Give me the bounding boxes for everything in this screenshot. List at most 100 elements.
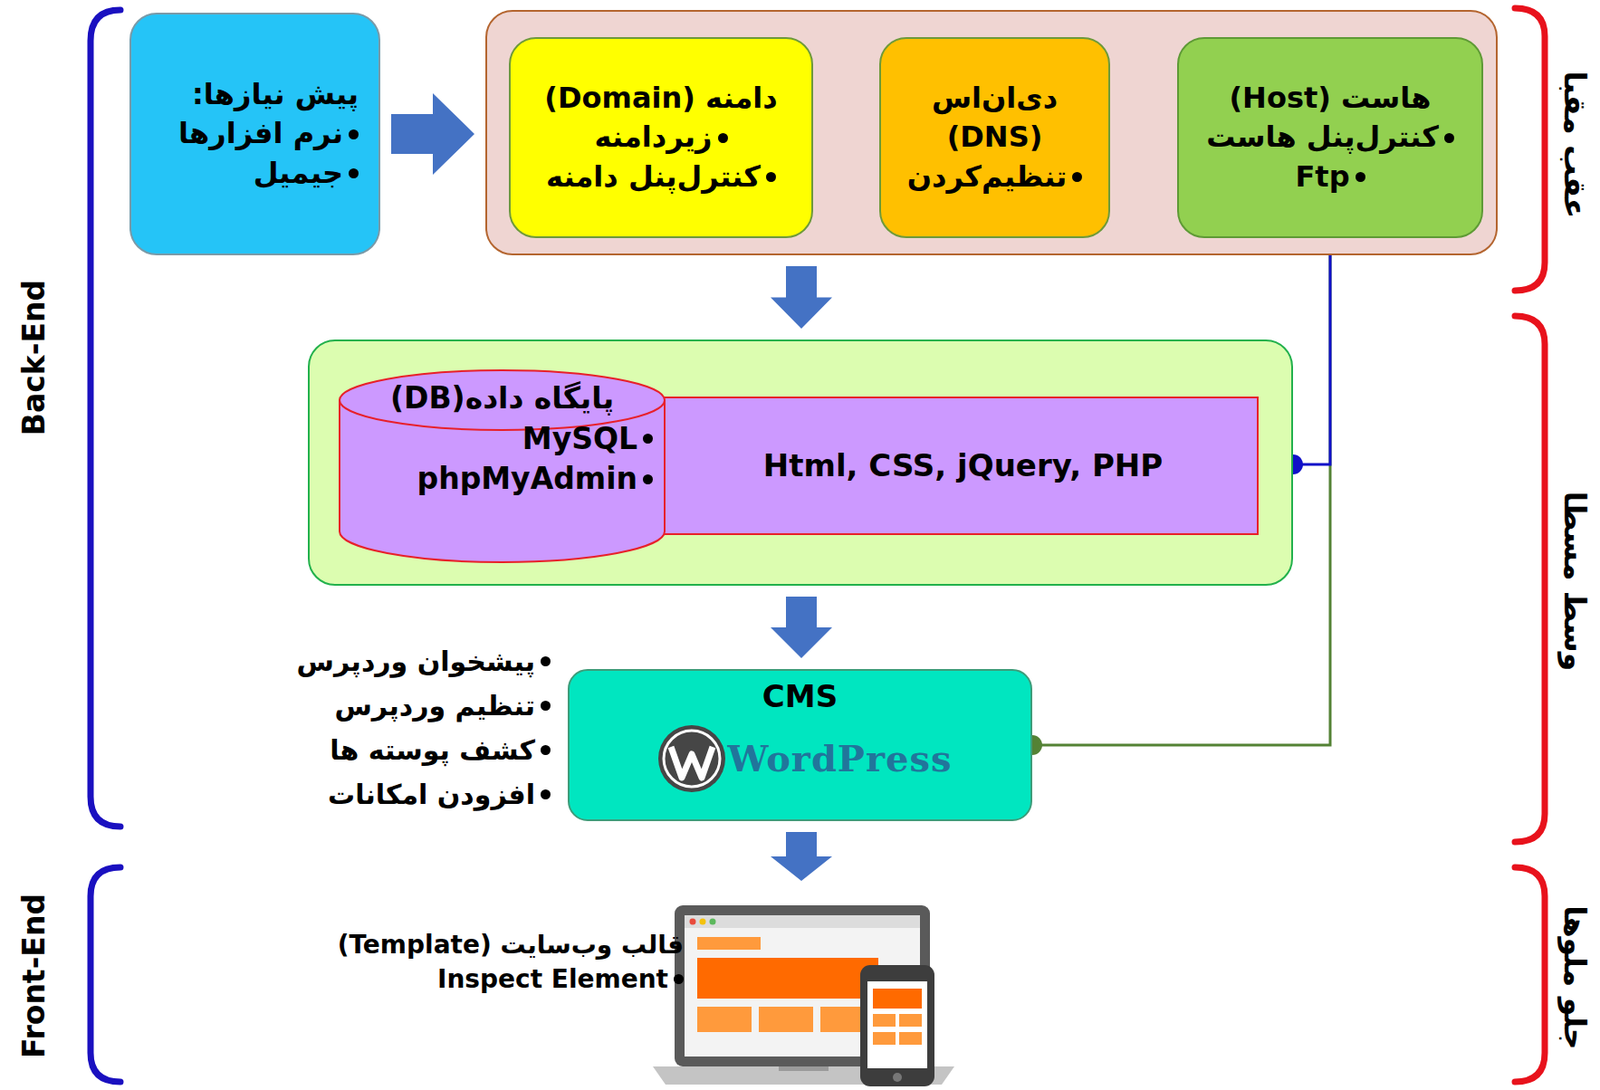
cms-task: تنظیم وردپرس: [334, 689, 551, 722]
label-text: جلو ملوها: [1557, 905, 1593, 1050]
middle-bracket: [1514, 316, 1545, 843]
section-label: عقب مقبا: [1557, 71, 1593, 220]
text-line: Ftp: [1294, 157, 1365, 197]
bullet-dot: [673, 974, 684, 985]
bullet-dot: [1355, 172, 1366, 183]
laptop-illustration: [652, 905, 955, 1087]
hosting-group: هاست (Host)کنترل‌پنل هاستFtp دی‌ان‌اس (DN…: [485, 9, 1498, 256]
node-heading: پیش نیازها:: [191, 75, 359, 115]
section-label: جلو ملوها: [1557, 905, 1593, 1050]
text-line: دامنه (Domain): [544, 78, 777, 118]
dns-box: دی‌ان‌اس (DNS)تنظیم‌کردن: [879, 37, 1111, 239]
cms-task: پیشخوان وردپرس: [297, 645, 551, 678]
front-end-bracket: [90, 867, 121, 1083]
node-content: دامنه (Domain)زیردامنهکنترل‌پنل دامنه: [510, 38, 812, 237]
back-bracket: [1514, 8, 1545, 291]
text-line: Inspect Element: [437, 962, 684, 997]
text-line: کنترل‌پنل هاست: [1206, 117, 1455, 157]
bullet-dot: [718, 133, 729, 144]
connector-line: [1293, 238, 1331, 465]
code-group: Html, CSS, jQuery, PHP پایگاه داده(DB)MyS…: [307, 339, 1294, 586]
bullet-dot: [348, 129, 359, 140]
node-content: Html, CSS, jQuery, PHP: [656, 398, 1257, 534]
node-content: قالب وب‌سایت (Template)Inspect Element: [330, 891, 974, 1087]
cms-task: کشف پوسته ها: [329, 734, 551, 767]
code-box: Html, CSS, jQuery, PHP: [654, 396, 1259, 536]
cms-box: CMS WordPress: [567, 669, 1033, 822]
node-text: Inspect Element: [437, 962, 669, 997]
node-text: کنترل‌پنل دامنه: [546, 157, 761, 197]
node-heading: قالب وب‌سایت (Template): [337, 928, 684, 963]
node-heading: دامنه (Domain): [544, 78, 777, 118]
text-line: پایگاه داده(DB): [390, 378, 614, 420]
bullet-dot: [642, 433, 653, 444]
text-line: MySQL: [522, 419, 653, 460]
text-line: Html, CSS, jQuery, PHP: [763, 445, 1164, 488]
node-content: پایگاه داده(DB)MySQLphpMyAdmin: [338, 369, 666, 564]
bullet-dot: [766, 172, 777, 183]
bullet-dot: [540, 789, 551, 800]
node-content: هاست (Host)کنترل‌پنل هاستFtp: [1178, 38, 1482, 237]
node-text: Ftp: [1294, 157, 1350, 197]
text-line: نرم افزارها: [178, 114, 359, 154]
block-arrow: [391, 93, 475, 175]
host-box: هاست (Host)کنترل‌پنل هاستFtp: [1177, 37, 1484, 239]
label-text: Back-End: [16, 279, 52, 436]
node-text: MySQL: [522, 419, 638, 460]
label-text: Front-End: [16, 893, 52, 1059]
label-text: کشف پوسته ها: [329, 734, 536, 767]
text-line: قالب وب‌سایت (Template): [337, 928, 684, 963]
cms-task: افزودن امکانات: [327, 778, 551, 811]
node-text: نرم افزارها: [178, 114, 344, 154]
node-text: WordPress: [727, 734, 952, 784]
bullet-dot: [642, 474, 653, 485]
node-content: پیش نیازها:نرم افزارهاجیمیل: [131, 14, 379, 254]
bullet-dot: [348, 168, 359, 179]
block-arrow: [770, 832, 833, 882]
node-heading: هاست (Host): [1228, 78, 1431, 118]
prereq-box: پیش نیازها:نرم افزارهاجیمیل: [129, 12, 381, 256]
section-label: وسط مسطا: [1557, 491, 1593, 671]
section-label: Front-End: [16, 893, 52, 1059]
text-line: هاست (Host): [1228, 78, 1431, 118]
domain-box: دامنه (Domain)زیردامنهکنترل‌پنل دامنه: [508, 37, 814, 239]
block-arrow: [770, 596, 833, 659]
node-text: زیردامنه: [594, 117, 713, 157]
node-content: دی‌ان‌اس (DNS)تنظیم‌کردن: [881, 38, 1109, 237]
node-heading: دی‌ان‌اس (DNS): [891, 78, 1098, 157]
text-line: پیش نیازها:: [191, 75, 359, 115]
bullet-dot: [540, 745, 551, 756]
node-heading: Html, CSS, jQuery, PHP: [763, 445, 1164, 488]
node-text: جیمیل: [253, 153, 344, 193]
back-end-bracket: [90, 9, 121, 827]
bullet-dot: [540, 656, 551, 667]
text-line: phpMyAdmin: [417, 459, 653, 500]
text-line: جیمیل: [253, 153, 359, 193]
text-line: زیردامنه: [594, 117, 729, 157]
node-text: phpMyAdmin: [417, 459, 638, 500]
node-heading: CMS: [762, 676, 838, 719]
database-cylinder: پایگاه داده(DB)MySQLphpMyAdmin: [338, 369, 666, 564]
node-text: تنظیم‌کردن: [907, 157, 1068, 197]
text-line: کنترل‌پنل دامنه: [546, 157, 777, 197]
text-line: WordPress: [647, 723, 952, 795]
label-text: تنظیم وردپرس: [334, 689, 536, 722]
front-bracket: [1514, 867, 1545, 1083]
label-text: پیشخوان وردپرس: [297, 645, 536, 678]
text-line: CMS: [762, 676, 838, 719]
text-line: دی‌ان‌اس (DNS): [891, 78, 1098, 157]
label-text: عقب مقبا: [1557, 71, 1593, 220]
wordpress-logo: [656, 723, 728, 795]
label-text: افزودن امکانات: [327, 778, 536, 811]
bullet-dot: [1072, 172, 1083, 183]
bullet-dot: [1444, 133, 1455, 144]
node-content: CMS WordPress: [569, 670, 1031, 820]
section-label: Back-End: [16, 279, 52, 436]
block-arrow: [770, 266, 833, 329]
front-end-view: قالب وب‌سایت (Template)Inspect Element: [330, 891, 974, 1087]
node-heading: پایگاه داده(DB): [390, 378, 614, 420]
node-text: کنترل‌پنل هاست: [1206, 117, 1439, 157]
bullet-dot: [540, 700, 551, 711]
label-text: وسط مسطا: [1557, 491, 1593, 671]
